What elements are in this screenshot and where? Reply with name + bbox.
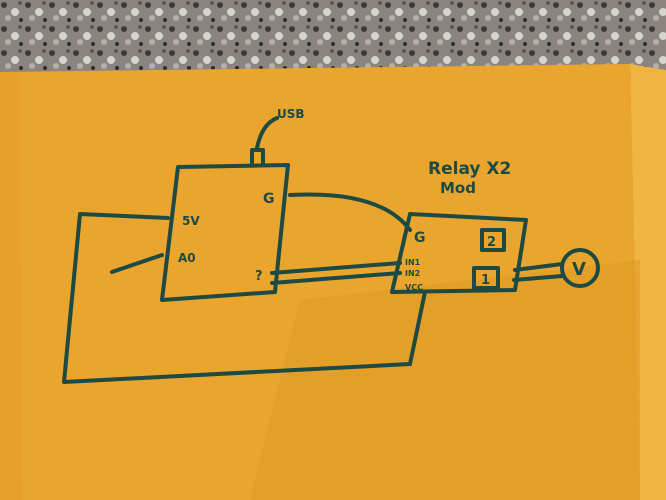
relay-module: [390, 212, 528, 294]
relay-pin-in2: IN2: [405, 269, 420, 278]
wire-gnd: [288, 192, 412, 232]
wire-load-2: [512, 274, 564, 282]
relay-pin-gnd: G: [414, 230, 426, 246]
relay-pin-vcc: VCC: [405, 283, 423, 292]
relay-pin-in1: IN1: [405, 258, 421, 267]
load-label: V: [572, 259, 586, 280]
voltage-load-symbol: [560, 248, 600, 288]
pin-digital-label: ?: [255, 269, 263, 284]
pin-5v-label: 5V: [182, 214, 200, 228]
wire-vcc: [408, 290, 427, 366]
microcontroller-board: [160, 116, 290, 302]
wire-a0: [110, 253, 164, 274]
relay-1-label: 1: [481, 273, 490, 288]
pin-a0-label: A0: [178, 251, 196, 265]
wire-5v: [62, 212, 412, 384]
pin-gnd-label: G: [263, 191, 275, 207]
relay-title: Relay X2: [428, 159, 511, 179]
wire-in1: [270, 261, 402, 275]
wire-in2: [270, 271, 402, 285]
relay-2-label: 2: [487, 235, 496, 250]
relay-subtitle: Mod: [440, 179, 476, 197]
wire-load-1: [513, 262, 564, 272]
usb-label: USB: [277, 107, 305, 121]
wires: [62, 192, 564, 384]
